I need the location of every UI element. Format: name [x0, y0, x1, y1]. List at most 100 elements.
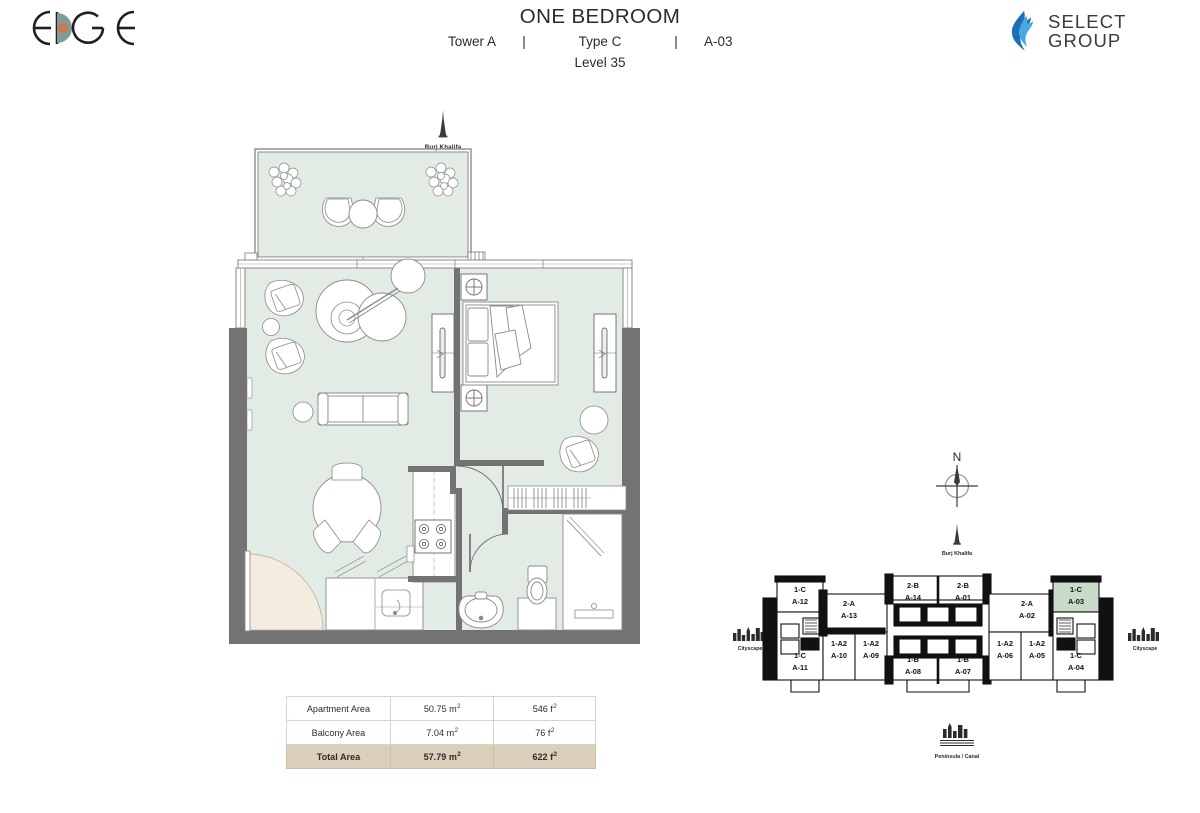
balcony-table — [348, 199, 378, 229]
total-label: Total Area — [286, 744, 391, 769]
area-metric: 50.75 m2 — [389, 696, 495, 721]
louvered-panel — [507, 485, 627, 511]
unit-type: 2-B — [907, 581, 919, 590]
core-left — [780, 617, 820, 655]
entry-door — [244, 550, 324, 632]
waterfront-skyline-icon — [940, 723, 974, 747]
keyplan-cityscape-left: Cityscape — [723, 624, 777, 652]
unit-type: 1-B — [957, 655, 969, 664]
area-label: Apartment Area — [286, 696, 391, 721]
meta-separator-1: | — [522, 34, 526, 49]
area-metric: 7.04 m2 — [389, 720, 495, 745]
unit-type: 2-A — [843, 599, 856, 608]
select-group-flame-icon — [1011, 11, 1033, 51]
shower — [562, 513, 623, 631]
washbasin — [458, 591, 504, 629]
wall-bath-top — [502, 508, 627, 514]
type-label: Type C — [578, 34, 622, 49]
wardrobe — [593, 313, 617, 393]
compass-north-label: N — [953, 450, 962, 464]
cityscape-label: Cityscape — [1132, 646, 1158, 652]
cityscape-skyline-icon — [733, 627, 764, 641]
wall-right — [622, 328, 640, 644]
keyplan-peninsula-marker: Peninsula / Canal — [915, 722, 999, 760]
keyplan-drawing: 1-C A-12 2-A A-13 2-B A-14 2-B A-01 2-A … — [762, 573, 1114, 693]
page-title: ONE BEDROOM — [519, 5, 681, 28]
wall-bath-left — [456, 488, 462, 630]
stove-hob — [414, 519, 452, 554]
unit-number: A-01 — [955, 593, 971, 602]
burj-khalifa-tower-icon — [438, 110, 448, 138]
living-room — [262, 258, 426, 426]
glazing-right — [622, 267, 633, 329]
bedroom-door — [456, 465, 504, 513]
wall-bottom — [229, 630, 640, 644]
highlighted-unit-A-03 — [1052, 579, 1100, 613]
unit-number: A-08 — [905, 667, 921, 676]
bed — [462, 301, 559, 386]
area-imperial: 546 f2 — [493, 696, 596, 721]
sink-1 — [381, 589, 411, 617]
total-metric: 57.79 m2 — [389, 744, 495, 769]
unit-number: A-04 — [1068, 663, 1085, 672]
page-header: ONE BEDROOM Tower A | Type C | A-03 Leve… — [0, 0, 1200, 92]
unit-number: A-12 — [792, 597, 808, 606]
unit-type: 1-A2 — [863, 639, 879, 648]
unit-number: A-09 — [863, 651, 879, 660]
unit-type: 1-B — [907, 655, 919, 664]
unit-number: A-07 — [955, 667, 971, 676]
burj-khalifa-label: Burj Khalifa — [424, 144, 462, 151]
unit-number: A-14 — [905, 593, 922, 602]
unit-type: 2-B — [957, 581, 969, 590]
floor-lamp — [346, 258, 426, 324]
main-floorplan: Burj Khalifa — [225, 110, 645, 644]
total-imperial: 622 f2 — [493, 744, 596, 769]
keyplan-cityscape-right: Cityscape — [1118, 624, 1172, 652]
unit-number: A-10 — [831, 651, 847, 660]
unit-number-label: A-03 — [704, 34, 733, 49]
unit-number-highlighted: A-03 — [1068, 597, 1084, 606]
armchair-1 — [264, 279, 304, 317]
side-table-2 — [292, 401, 314, 423]
select-group-logo: SELECT GROUP — [1011, 11, 1127, 51]
balcony-chair-right — [372, 197, 406, 227]
table-row-total: Total Area 57.79 m2 622 f2 — [286, 744, 596, 769]
meta-separator-2: | — [674, 34, 678, 49]
balcony-room — [254, 148, 472, 263]
keyplan-burj-label: Burj Khalifa — [941, 551, 973, 557]
burj-khalifa-tower-icon — [953, 523, 961, 545]
core-right — [1056, 617, 1096, 655]
peninsula-label: Peninsula / Canal — [934, 754, 980, 760]
lift-core-lower — [893, 635, 983, 659]
bathroom-door — [469, 533, 509, 573]
unit-type: 2-A — [1021, 599, 1034, 608]
title-block: ONE BEDROOM Tower A | Type C | A-03 Leve… — [330, 4, 870, 73]
unit-number: A-06 — [997, 651, 1013, 660]
bedroom-armchair — [559, 435, 599, 473]
unit-type: 1-A2 — [831, 639, 847, 648]
table-row: Balcony Area 7.04 m2 76 f2 — [286, 720, 596, 745]
bedroom — [431, 268, 617, 513]
unit-number: A-02 — [1019, 611, 1035, 620]
tv-console — [431, 313, 455, 393]
unit-type: 1-C — [794, 651, 807, 660]
level-label: Level 35 — [574, 55, 626, 70]
unit-meta-row: Tower A | Type C | A-03 — [330, 31, 870, 53]
kitchen-counter-run — [325, 555, 424, 631]
dining-chair-3 — [352, 519, 381, 554]
wall-left — [229, 328, 247, 644]
dining-area — [312, 462, 382, 554]
dining-chair-2 — [313, 519, 342, 554]
svg-text:SELECT: SELECT — [1048, 11, 1127, 32]
planter-right — [425, 162, 459, 197]
area-label: Balcony Area — [286, 720, 391, 745]
tower-label: Tower A — [447, 34, 496, 49]
key-plan: N Burj Khalifa Citys — [715, 440, 1185, 770]
planter-left — [268, 162, 302, 197]
glazing-left — [235, 267, 246, 329]
unit-number: A-05 — [1029, 651, 1045, 660]
lift-core-upper — [893, 603, 983, 627]
wall-bedroom-left — [454, 268, 460, 466]
glazing-top — [237, 259, 633, 269]
